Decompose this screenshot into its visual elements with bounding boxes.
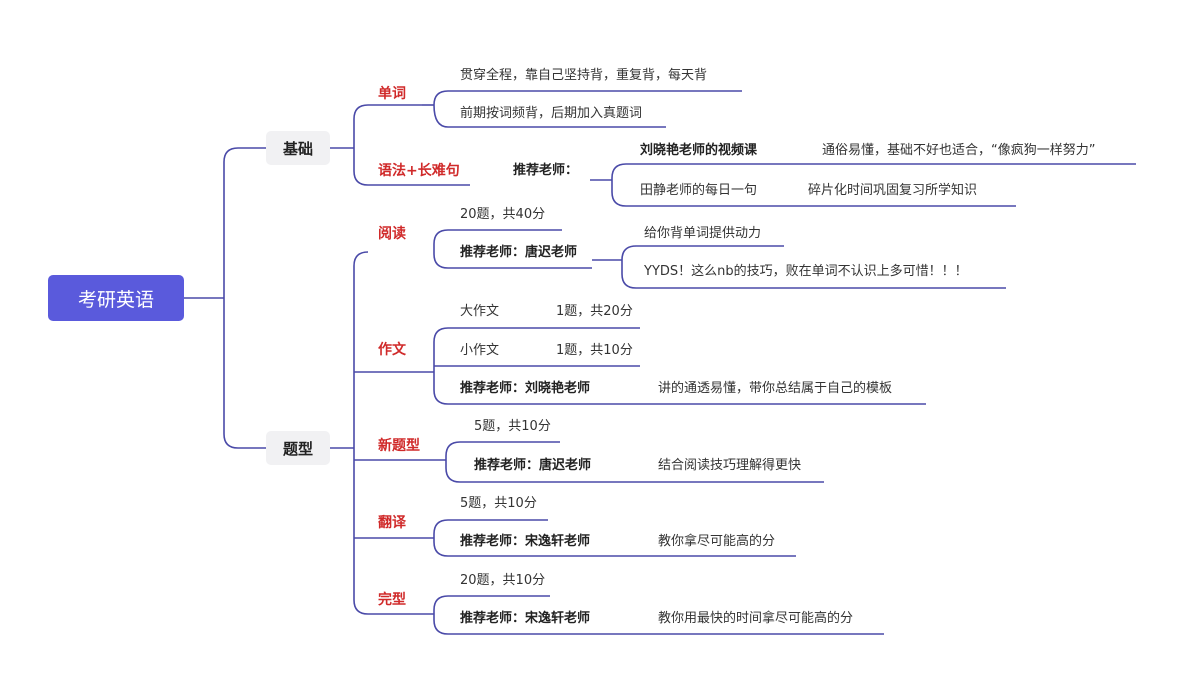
node-grammar[interactable]: 语法+长难句 (378, 163, 460, 179)
new-type-note: 结合阅读技巧理解得更快 (658, 458, 802, 473)
writing-small: 小作文 (460, 343, 500, 358)
node-translation[interactable]: 翻译 (378, 515, 406, 531)
grammar-teacher-2: 田静老师的每日一句 (640, 183, 758, 198)
root-node[interactable]: 考研英语 (48, 275, 184, 321)
cloze-recommend: 推荐老师：宋逸轩老师 (460, 611, 591, 626)
new-type-score: 5题，共10分 (474, 419, 551, 434)
grammar-teacher-1: 刘晓艳老师的视频课 (640, 143, 758, 158)
writing-note: 讲的通透易懂，带你总结属于自己的模板 (658, 381, 893, 396)
translation-note: 教你拿尽可能高的分 (658, 534, 776, 549)
reading-score: 20题，共40分 (460, 207, 546, 222)
translation-score: 5题，共10分 (460, 496, 537, 511)
reading-recommend: 推荐老师：唐迟老师 (460, 245, 578, 260)
node-cloze[interactable]: 完型 (378, 592, 406, 608)
node-reading[interactable]: 阅读 (378, 226, 406, 242)
node-writing[interactable]: 作文 (378, 342, 406, 358)
node-vocab[interactable]: 单词 (378, 86, 406, 102)
reading-note-2: YYDS！这么nb的技巧，败在单词不认识上多可惜！！！ (644, 264, 968, 279)
writing-big-score: 1题，共20分 (556, 304, 633, 319)
node-basics[interactable]: 基础 (266, 131, 330, 165)
translation-recommend: 推荐老师：宋逸轩老师 (460, 534, 591, 549)
cloze-note: 教你用最快的时间拿尽可能高的分 (658, 611, 854, 626)
grammar-teacher-2-desc: 碎片化时间巩固复习所学知识 (808, 183, 978, 198)
cloze-score: 20题，共10分 (460, 573, 546, 588)
new-type-recommend: 推荐老师：唐迟老师 (474, 458, 592, 473)
node-question-types[interactable]: 题型 (266, 431, 330, 465)
reading-note-1: 给你背单词提供动力 (644, 226, 762, 241)
writing-recommend: 推荐老师：刘晓艳老师 (460, 381, 591, 396)
vocab-tip-2: 前期按词频背，后期加入真题词 (460, 106, 643, 121)
grammar-teacher-1-desc: 通俗易懂，基础不好也适合，“像疯狗一样努力” (822, 143, 1096, 158)
writing-big: 大作文 (460, 304, 500, 319)
node-new-type[interactable]: 新题型 (378, 438, 420, 454)
grammar-recommend-label: 推荐老师： (513, 163, 579, 178)
writing-small-score: 1题，共10分 (556, 343, 633, 358)
vocab-tip-1: 贯穿全程，靠自己坚持背，重复背，每天背 (460, 68, 708, 83)
